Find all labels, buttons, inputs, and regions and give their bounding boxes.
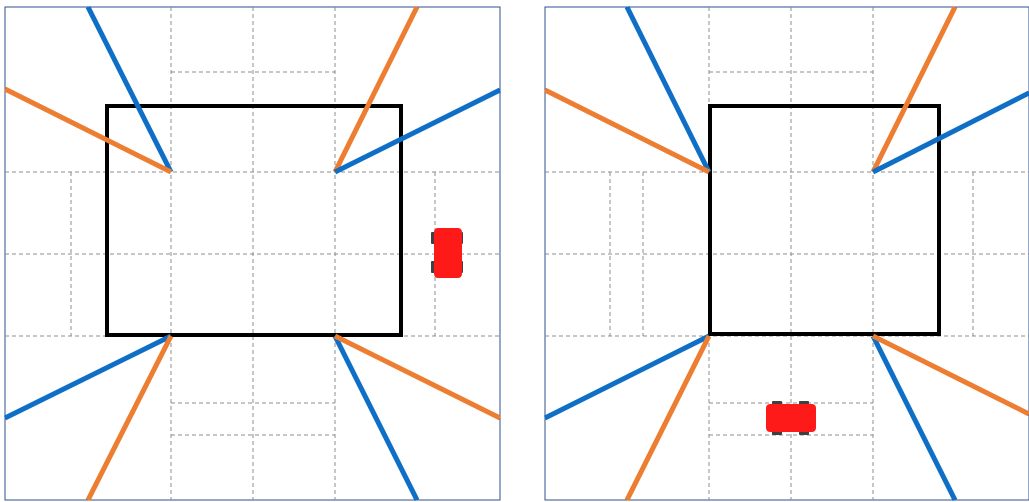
left-blue-ray-top <box>88 7 171 172</box>
right-orange-ray-top <box>545 90 709 172</box>
left-panel <box>5 7 500 500</box>
left-blue-ray-bottom-left <box>5 336 171 418</box>
right-orange-ray-top-right <box>873 7 955 172</box>
right-blue-ray-bottom-left <box>545 336 709 418</box>
left-orange-ray-right-bottom <box>335 336 500 418</box>
left-orange-ray-top-right <box>335 7 417 172</box>
left-car <box>431 228 463 278</box>
right-orange-ray-right-bottom <box>873 336 1029 414</box>
right-blue-ray-top <box>627 7 709 172</box>
left-orange-ray-top <box>5 89 171 172</box>
left-orange-ray-bottom <box>88 336 171 500</box>
left-car-body <box>434 228 462 278</box>
right-car-body <box>766 404 816 432</box>
right-center-box <box>710 106 939 334</box>
left-grid <box>5 7 500 500</box>
left-blue-ray-right-top <box>335 90 500 172</box>
right-blue-ray-bottom-right <box>873 336 955 500</box>
left-blue-ray-bottom-right <box>335 336 417 500</box>
right-orange-ray-bottom <box>627 336 709 500</box>
right-panel <box>545 7 1029 500</box>
left-center-box <box>107 106 401 335</box>
right-car <box>766 401 816 435</box>
